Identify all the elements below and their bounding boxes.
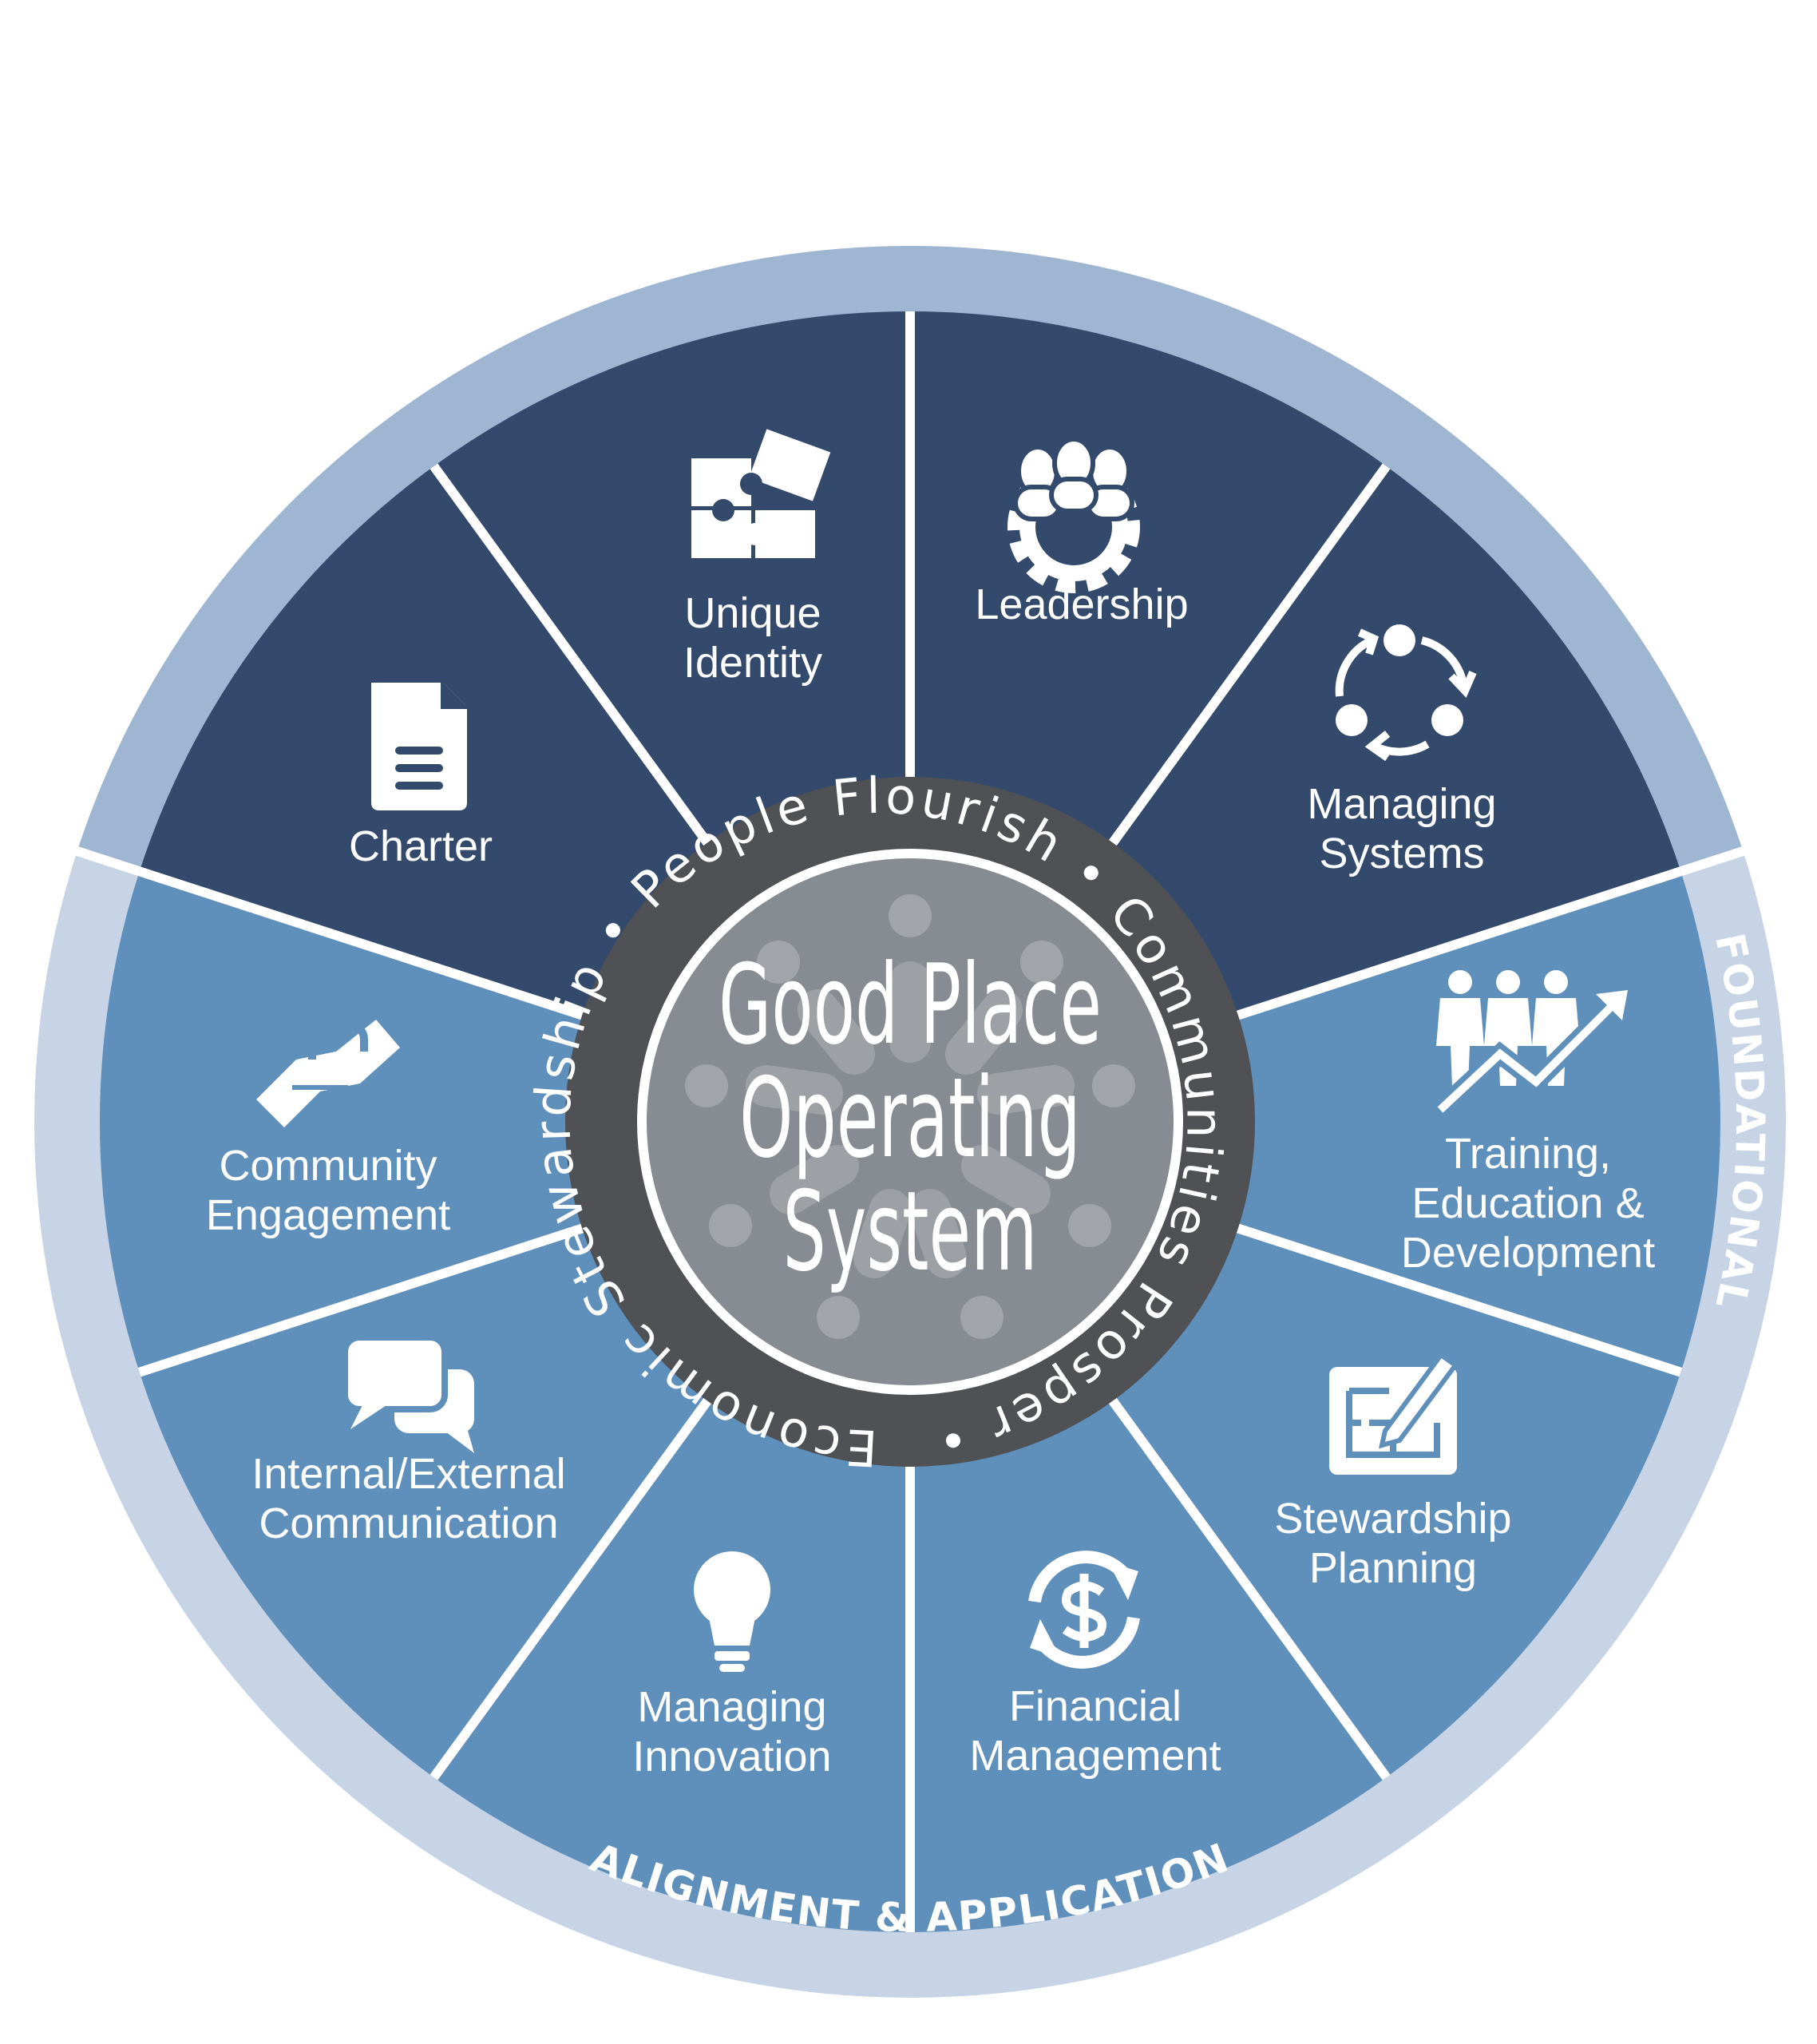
- decor-dot: [685, 1064, 728, 1107]
- decor-spoke: [945, 989, 1023, 1075]
- dollar-cycle-icon: [1028, 1551, 1140, 1669]
- segment-label-line: Stewardship: [1274, 1495, 1511, 1543]
- segment-label-line: Training,: [1445, 1130, 1611, 1178]
- leadership-gear-icon: [1007, 437, 1140, 593]
- decor-dot: [960, 1296, 1004, 1339]
- decor-dot: [709, 1204, 752, 1247]
- segment-label-line: Management: [969, 1732, 1221, 1780]
- center-title-line: Good Place: [718, 941, 1102, 1070]
- segment-training-education-development[interactable]: [910, 871, 1720, 1373]
- segment-label-line: Communication: [259, 1499, 558, 1547]
- decor-dot: [1020, 941, 1063, 984]
- decor-dot: [889, 894, 932, 937]
- blueprint-pencil-icon: [1329, 1351, 1459, 1475]
- segment-label: Leadership: [975, 580, 1188, 628]
- handshake-icon: [256, 1020, 400, 1127]
- segment-label-line: Leadership: [975, 580, 1188, 628]
- training-growth-icon: [1433, 970, 1628, 1117]
- decor-dot: [757, 941, 800, 984]
- decor-spoke: [961, 1145, 1051, 1214]
- segment-label-line: Community: [219, 1142, 437, 1190]
- segment-label: Charter: [349, 822, 493, 870]
- segment-label-line: Engagement: [206, 1191, 450, 1239]
- decor-spoke: [798, 989, 875, 1075]
- decor-dot: [817, 1296, 860, 1339]
- cycle-icon: [1335, 624, 1477, 762]
- segment-label-line: Unique: [684, 589, 821, 637]
- center-title-line: System: [782, 1168, 1037, 1297]
- decor-spoke: [746, 1065, 843, 1115]
- document-icon: [371, 683, 467, 810]
- decor-dot: [1092, 1064, 1135, 1107]
- segment-label-line: Managing: [637, 1683, 826, 1731]
- segment-label-line: Education &: [1411, 1179, 1644, 1227]
- segment-community-engagement[interactable]: [100, 871, 910, 1373]
- decor-spoke: [977, 1065, 1075, 1115]
- decor-spoke: [853, 1189, 911, 1278]
- center-gray-disc: [647, 858, 1174, 1385]
- segment-label-line: Development: [1401, 1229, 1655, 1277]
- segment-label-line: Systems: [1319, 830, 1484, 877]
- center-hub: Economic Stewardship • People Flourish •…: [523, 766, 1255, 1477]
- segment-label: Training,Education &Development: [1401, 1130, 1655, 1277]
- chat-bubbles-icon: [342, 1334, 474, 1453]
- segment-label-line: Managing: [1307, 780, 1496, 828]
- segment-label-line: Financial: [1009, 1682, 1182, 1730]
- segment-label-line: Identity: [683, 639, 822, 687]
- decor-dot: [1068, 1204, 1111, 1247]
- decor-spoke: [909, 1189, 967, 1278]
- puzzle-icon: [691, 429, 831, 558]
- segment-label-line: Innovation: [632, 1733, 831, 1781]
- lightbulb-icon: [694, 1551, 770, 1672]
- segment-label-line: Internal/External: [251, 1450, 565, 1498]
- decor-spoke: [770, 1145, 859, 1214]
- center-title-line: Operating: [739, 1055, 1081, 1183]
- segment-label-line: Charter: [349, 822, 493, 870]
- segment-label-line: Planning: [1309, 1544, 1477, 1592]
